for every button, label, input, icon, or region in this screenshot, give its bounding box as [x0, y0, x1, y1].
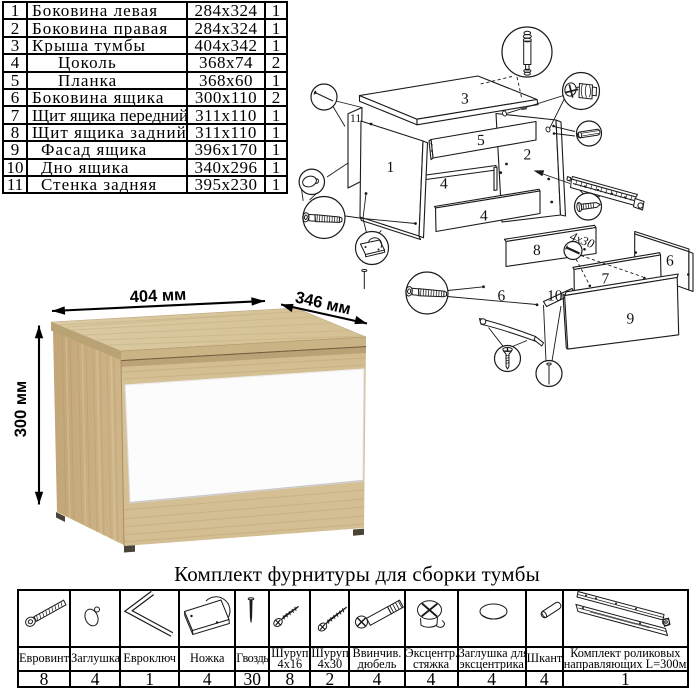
svg-text:404 мм: 404 мм — [129, 286, 186, 307]
svg-text:4: 4 — [440, 176, 448, 193]
svg-text:8: 8 — [533, 242, 541, 259]
svg-text:10: 10 — [547, 288, 563, 305]
svg-text:4: 4 — [480, 208, 488, 225]
svg-text:11: 11 — [350, 113, 361, 125]
svg-text:9: 9 — [627, 311, 635, 328]
svg-text:2: 2 — [524, 147, 532, 164]
svg-text:7: 7 — [602, 271, 610, 288]
svg-text:6: 6 — [498, 288, 506, 305]
svg-text:5: 5 — [477, 132, 485, 149]
svg-text:3: 3 — [461, 91, 469, 108]
svg-text:1: 1 — [387, 159, 395, 176]
svg-text:300 мм: 300 мм — [12, 381, 30, 438]
svg-text:6: 6 — [666, 253, 674, 270]
